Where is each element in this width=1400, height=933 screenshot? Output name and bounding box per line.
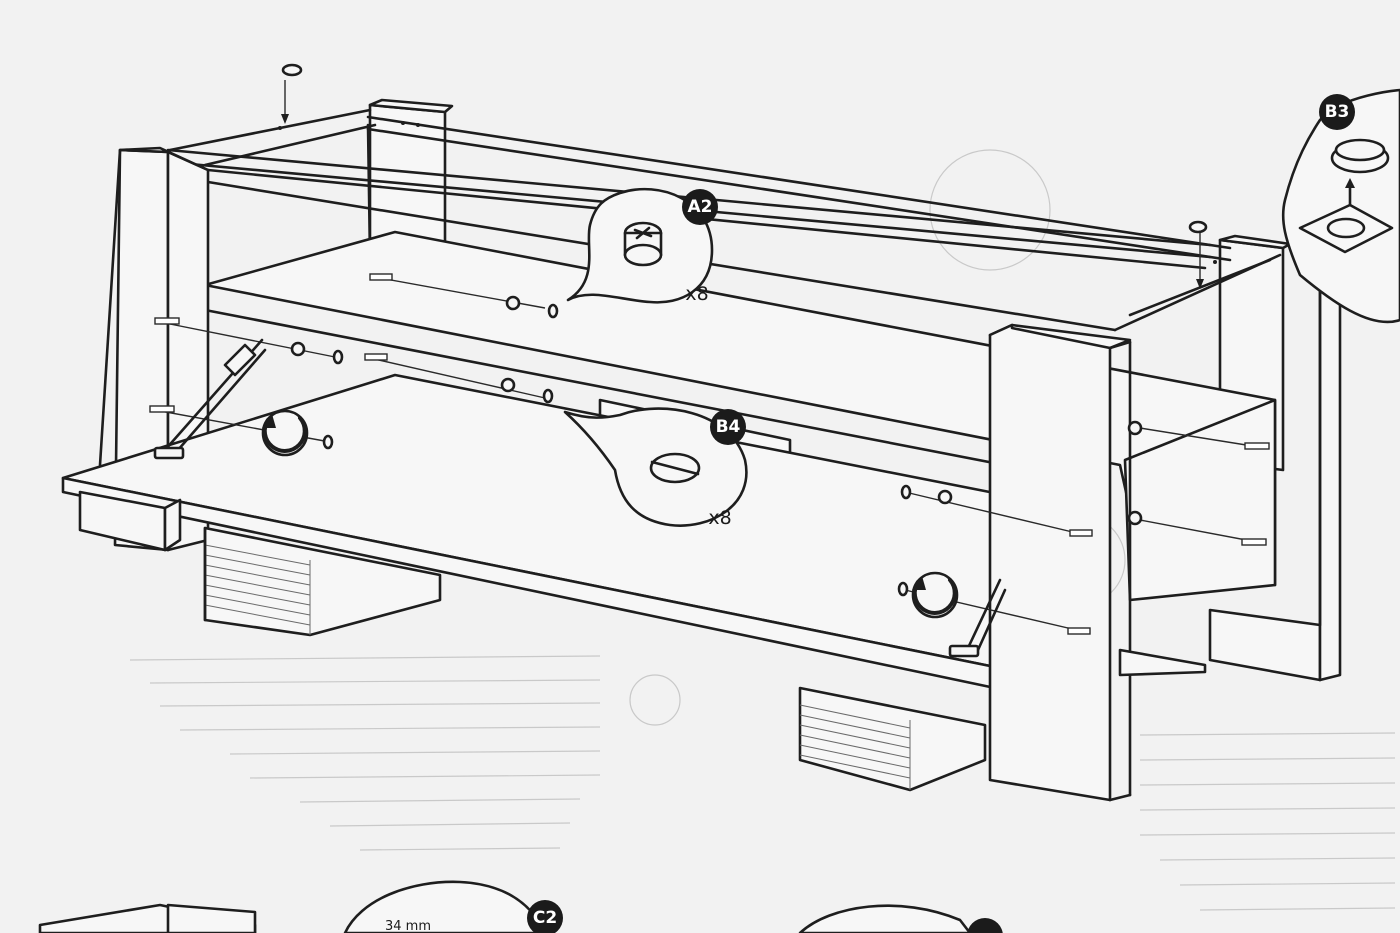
callout-a2: A2 x8 xyxy=(566,187,718,305)
lid-stay xyxy=(153,338,1007,658)
next-callout-badge xyxy=(967,918,1003,933)
bumper-pad-icon xyxy=(1298,138,1394,254)
book-stack-left xyxy=(203,526,442,637)
screw-icon xyxy=(149,273,1270,635)
hardware xyxy=(149,63,1270,658)
back-frame xyxy=(166,98,1292,472)
callout-c2-badge xyxy=(527,900,563,933)
callout-b4-badge xyxy=(710,409,746,445)
dowel-icon xyxy=(322,303,912,597)
callout-b4-label: B4 xyxy=(716,417,741,437)
rotate-arrow-icon xyxy=(261,409,959,619)
callout-b3: B3 xyxy=(1281,88,1400,324)
callout-a2-label: A2 xyxy=(688,197,713,217)
callout-c2-label: C2 xyxy=(533,908,557,928)
book-stack-right xyxy=(798,648,1207,792)
callout-a2-quantity: x8 xyxy=(685,283,708,305)
callout-b3-badge xyxy=(1319,94,1355,130)
cam-fitting-detail-icon xyxy=(623,221,663,267)
show-through-text xyxy=(129,149,1396,911)
callout-c2-dimension: 34 mm xyxy=(385,919,431,933)
callout-b4-quantity: x8 xyxy=(708,507,731,529)
next-step-partial: 34 mm C2 xyxy=(38,880,1003,933)
callout-b3-label: B3 xyxy=(1325,102,1350,122)
front-right-post xyxy=(988,283,1342,802)
cam-cover-cap-icon xyxy=(649,452,701,484)
callout-a2-badge xyxy=(682,189,718,225)
callout-b4: B4 x8 xyxy=(563,407,748,529)
